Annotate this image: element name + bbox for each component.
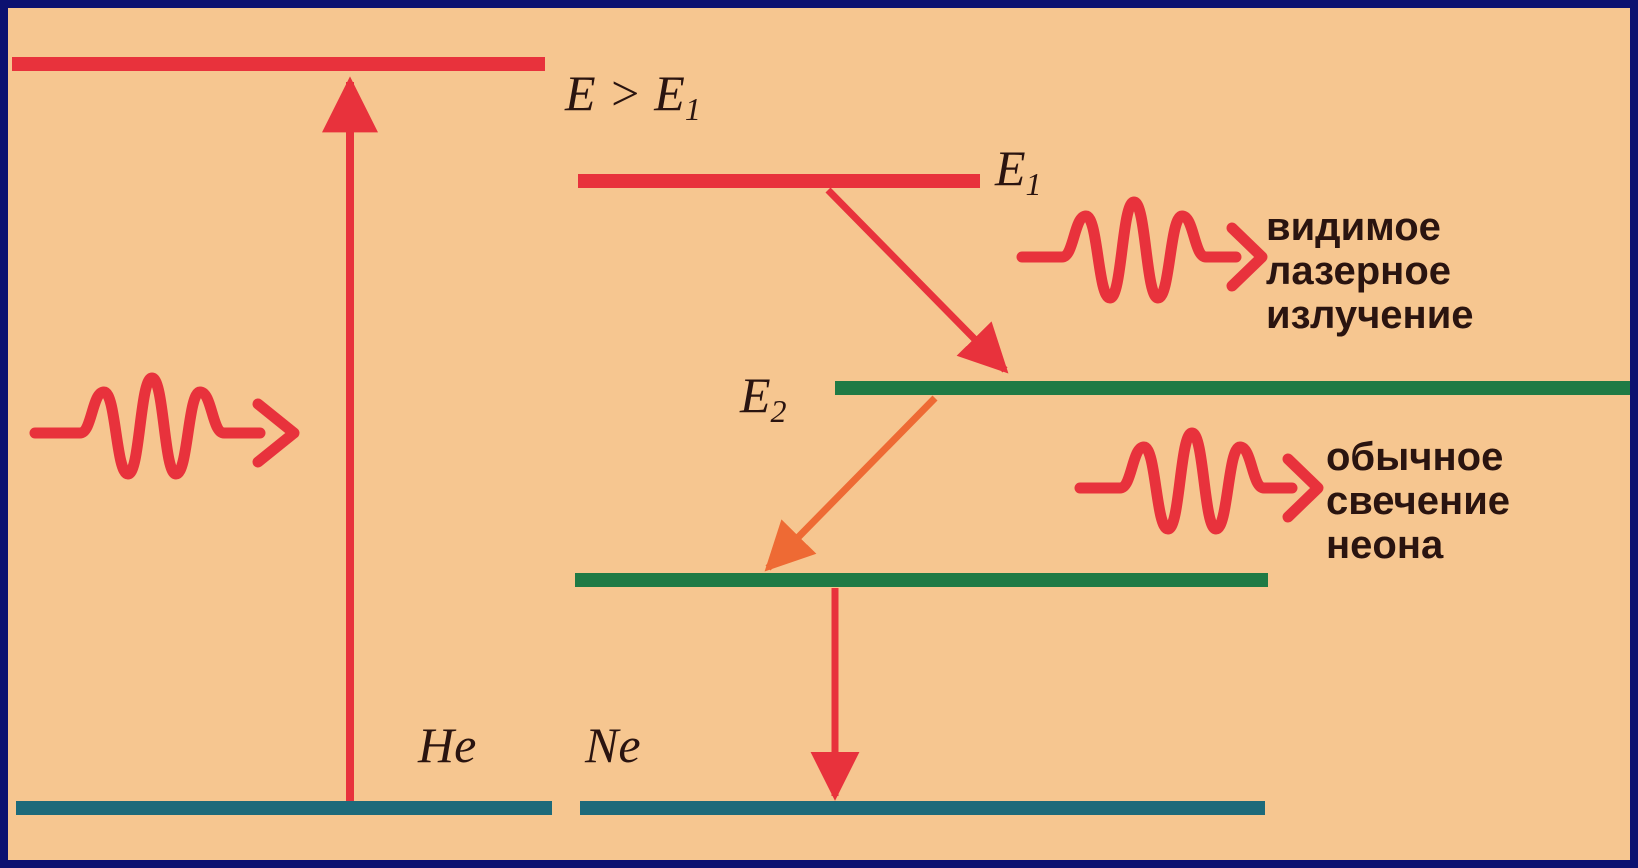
laser-emission-caption: видимое лазерное излучение <box>1266 205 1474 337</box>
e2-to-lower-arrow <box>764 395 938 572</box>
he-excited-level-label: E > E1 <box>564 65 701 127</box>
neon-glow-caption: обычное свечение неона <box>1326 435 1521 567</box>
e2-level-label: E2 <box>739 367 787 429</box>
e1-level-label: E1 <box>994 140 1042 202</box>
ne-label: Ne <box>584 717 641 773</box>
e1-to-e2-arrow <box>825 187 1009 374</box>
laser-photon-icon <box>1016 196 1268 304</box>
incoming-photon-icon <box>29 372 300 480</box>
glow-photon-icon <box>1074 427 1324 535</box>
he-label: He <box>417 717 476 773</box>
diagram-background <box>8 8 1630 860</box>
